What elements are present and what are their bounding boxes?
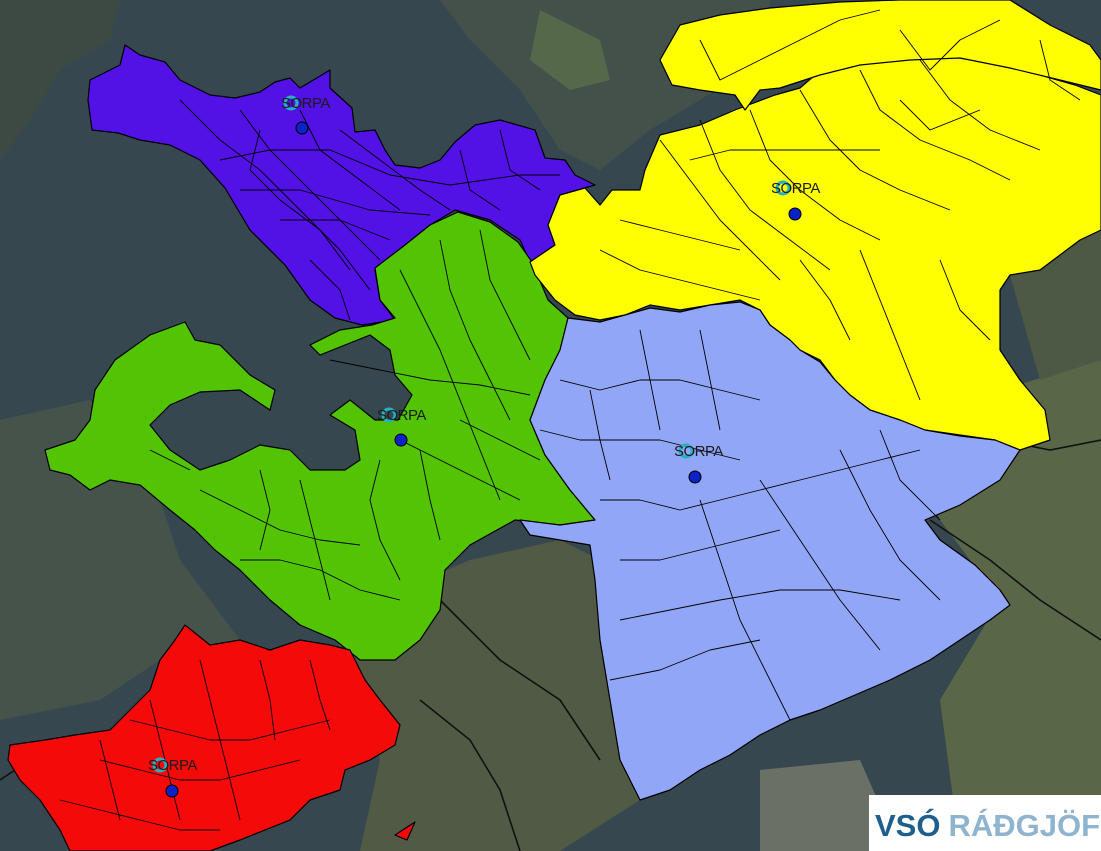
logo-primary: VSÓ (875, 808, 941, 843)
facility-marker-dot[interactable] (788, 207, 802, 221)
facility-label: SORPA (281, 95, 330, 112)
facility-label: SORPA (377, 407, 426, 424)
zone-purple[interactable] (87, 44, 596, 326)
recycling-ring-icon (381, 407, 397, 423)
facility-label: SORPA (148, 757, 197, 774)
facility-marker-dot[interactable] (394, 433, 408, 447)
facility-marker-dot[interactable] (688, 470, 702, 484)
facility-green[interactable]: SORPA (377, 407, 427, 447)
facility-marker-dot[interactable] (295, 121, 309, 135)
recycling-ring-icon (775, 180, 791, 196)
facility-purple[interactable]: SORPA (281, 95, 331, 135)
recycling-ring-icon (152, 757, 168, 773)
recycling-ring-icon (283, 95, 299, 111)
facility-red[interactable]: SORPA (148, 757, 198, 798)
zone-yellow[interactable] (529, 0, 1101, 451)
zone-red[interactable] (7, 624, 416, 851)
facility-marker-dot[interactable] (165, 784, 179, 798)
facility-lightblue[interactable]: SORPA (674, 443, 724, 484)
logo-secondary: RÁÐGJÖF (948, 808, 1101, 843)
zone-lightblue[interactable] (519, 301, 1021, 801)
road-lines (0, 439, 1101, 851)
recycling-ring-icon (678, 443, 694, 459)
facility-yellow[interactable]: SORPA (771, 180, 821, 221)
facility-label: SORPA (674, 443, 723, 460)
facility-label: SORPA (771, 180, 820, 197)
